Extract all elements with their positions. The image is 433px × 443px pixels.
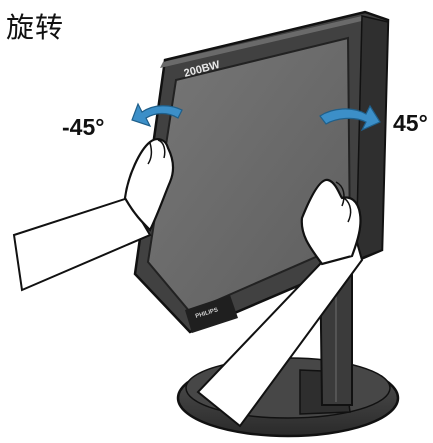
rotation-right-label: 45° xyxy=(393,110,428,137)
rotation-left-label: -45° xyxy=(62,114,104,141)
